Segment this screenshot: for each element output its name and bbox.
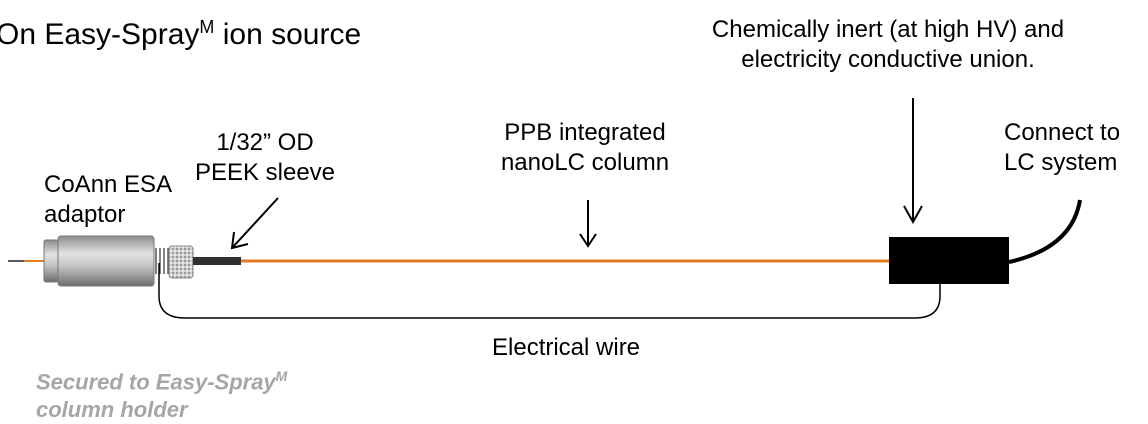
adaptor-label: CoAnn ESA adaptor — [44, 171, 173, 228]
adaptor-thread — [155, 248, 169, 274]
union-label: Chemically inert (at high HV) and electr… — [711, 16, 1065, 73]
peek-sleeve — [193, 257, 241, 265]
sleeve-label: 1/32” OD PEEK sleeve — [194, 129, 336, 186]
holder-note: Secured to Easy-SprayM column holder — [36, 368, 288, 423]
peek-nut — [168, 245, 194, 279]
column-arrow — [579, 200, 597, 248]
lc-system-label: Connect to LC system — [1004, 119, 1121, 176]
wire-label: Electrical wire — [492, 334, 641, 361]
adaptor-flange — [43, 239, 59, 283]
column-label: PPB integrated nanoLC column — [500, 119, 670, 176]
page-title: On Easy-SprayM ion source — [0, 17, 362, 51]
conductive-union — [889, 237, 1009, 284]
lc-tubing — [1008, 199, 1082, 264]
adaptor-body — [57, 235, 155, 287]
union-arrow — [903, 98, 923, 225]
sleeve-arrow — [230, 197, 279, 250]
electrical-wire — [158, 263, 941, 319]
